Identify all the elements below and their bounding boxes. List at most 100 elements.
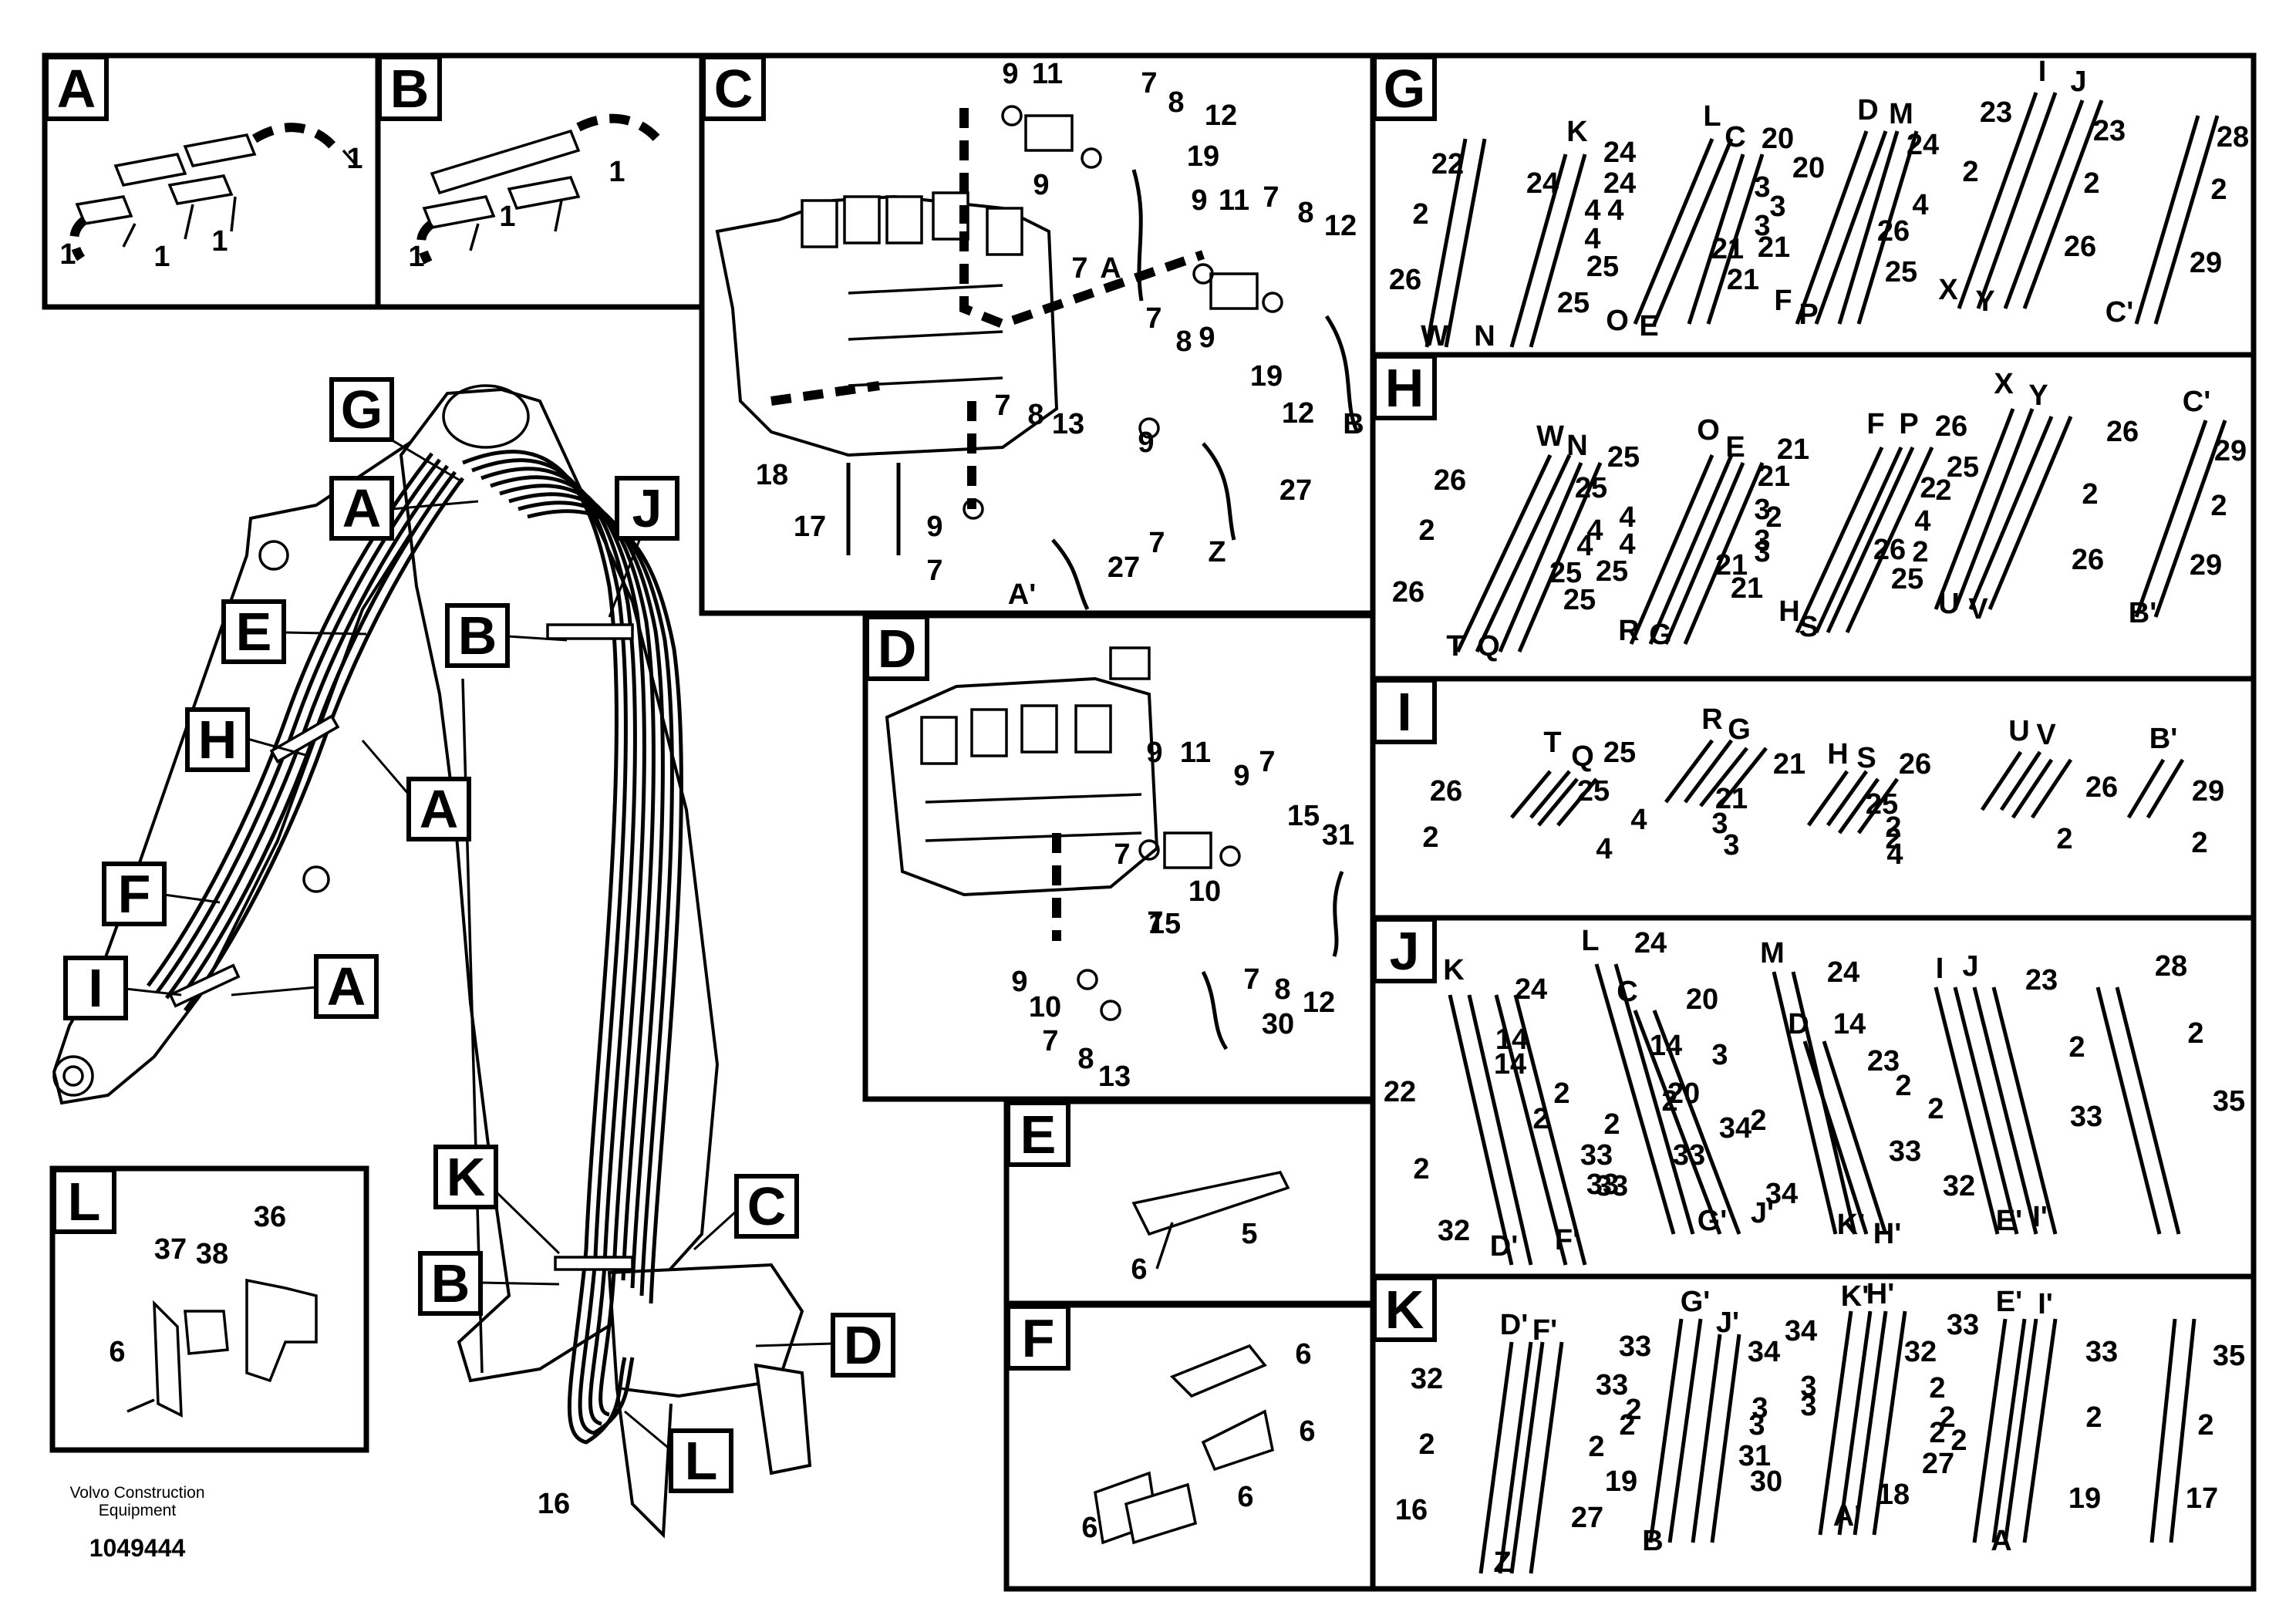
- part-number: K: [1443, 954, 1465, 986]
- part-number: 2: [1418, 514, 1435, 547]
- part-number: T: [1446, 630, 1464, 663]
- part-number: 20: [1762, 123, 1794, 155]
- part-number: K: [1566, 116, 1588, 148]
- part-number: 1: [211, 225, 228, 258]
- part-number: B: [1642, 1525, 1663, 1557]
- part-number: 19: [1605, 1465, 1637, 1498]
- label-box: [406, 777, 471, 841]
- part-number: 17: [794, 511, 826, 543]
- part-number: 14: [1650, 1030, 1682, 1062]
- part-number: Y: [2028, 379, 2048, 412]
- part-number: 25: [1866, 788, 1898, 821]
- callout-e-label: E: [221, 599, 286, 664]
- panel-border: [1370, 915, 2257, 1280]
- part-number: Q: [1571, 740, 1594, 773]
- part-number: P: [1899, 408, 1918, 440]
- part-number: 3: [1748, 1409, 1765, 1442]
- part-number: 9: [1002, 58, 1018, 90]
- part-number: 7: [1114, 838, 1130, 871]
- part-number: 2: [1750, 1104, 1766, 1137]
- part-number: 12: [1282, 397, 1314, 430]
- part-number: A': [1833, 1500, 1861, 1533]
- part-number: 2: [2187, 1017, 2203, 1050]
- part-number: 3: [1754, 210, 1770, 242]
- part-number: 7: [1042, 1025, 1058, 1057]
- part-number: 9: [1191, 184, 1207, 217]
- part-number: E': [1996, 1286, 2022, 1318]
- label-letter: A: [420, 779, 459, 839]
- part-number: Z: [1493, 1546, 1511, 1579]
- label-box: [44, 55, 109, 121]
- panel-i-label: I: [1372, 678, 1437, 744]
- part-number: 2: [1603, 1108, 1620, 1141]
- part-number: 6: [1237, 1481, 1253, 1513]
- label-letter: H: [1385, 358, 1424, 418]
- part-number: 4: [1607, 194, 1623, 227]
- callout-leader: [480, 1281, 560, 1286]
- part-number: 3: [1800, 1371, 1816, 1403]
- part-number: 2: [1619, 1409, 1635, 1442]
- part-number: 2: [2210, 490, 2227, 522]
- callout-k-label: K: [433, 1145, 498, 1209]
- part-number: 29: [2192, 775, 2224, 808]
- part-number: 32: [1904, 1336, 1937, 1368]
- part-number: 20: [1792, 152, 1825, 184]
- part-number: K': [1837, 1209, 1865, 1241]
- part-number: 7: [1141, 67, 1157, 99]
- part-number: 21: [1711, 233, 1744, 265]
- part-number: 25: [1563, 584, 1596, 616]
- part-number: 9: [1233, 760, 1249, 792]
- part-number: P: [1799, 298, 1818, 331]
- callout-leader: [755, 1342, 834, 1347]
- label-letter: G: [341, 379, 383, 440]
- panel-b: B: [375, 52, 705, 310]
- part-number: 20: [1667, 1077, 1700, 1110]
- part-number: 14: [1494, 1048, 1526, 1081]
- part-number: M: [1889, 98, 1913, 130]
- part-number: 2: [1962, 156, 1978, 188]
- part-number: 1: [408, 241, 424, 273]
- part-number: 11: [1032, 58, 1063, 90]
- part-number: 8: [1077, 1043, 1094, 1075]
- part-number: 24: [1634, 927, 1667, 959]
- part-number: 3: [1711, 808, 1728, 840]
- panel-i: I: [1370, 676, 2257, 921]
- panel-A-artwork: [69, 123, 356, 261]
- panel-g: G: [1370, 52, 2257, 358]
- label-letter: B: [390, 59, 430, 119]
- part-number: J': [1751, 1197, 1774, 1229]
- part-number: 21: [1758, 460, 1790, 493]
- part-number: 25: [1885, 256, 1917, 288]
- part-number: A: [1991, 1525, 2011, 1557]
- label-box: [1006, 1304, 1070, 1371]
- part-number: 2: [1661, 1085, 1677, 1118]
- part-number: 1: [346, 143, 362, 175]
- part-number: 3: [1723, 829, 1739, 862]
- part-number: 26: [1434, 464, 1466, 497]
- part-number: 4: [1596, 833, 1612, 865]
- part-number: 11: [1180, 737, 1211, 769]
- part-number: 21: [1715, 549, 1748, 582]
- part-number: 33: [1596, 1369, 1628, 1401]
- part-number: I': [2032, 1201, 2048, 1233]
- callout-a-label: A: [329, 476, 394, 541]
- callout-leader: [494, 1190, 561, 1255]
- part-number: 2: [1939, 1401, 1955, 1434]
- part-number: C': [2183, 386, 2210, 418]
- part-number: 33: [1889, 1135, 1921, 1168]
- panel-e-label: E: [1006, 1101, 1070, 1167]
- part-number: 4: [1914, 505, 1930, 538]
- part-number: 34: [1719, 1112, 1752, 1145]
- part-number: 1: [153, 241, 170, 273]
- part-number: G: [1728, 713, 1751, 746]
- part-number: 7: [926, 555, 942, 587]
- part-number: 38: [196, 1238, 228, 1270]
- part-number: 4: [1619, 501, 1635, 534]
- part-number: H': [1866, 1278, 1894, 1310]
- part-number: 2: [1588, 1431, 1604, 1463]
- part-number: 13: [1098, 1061, 1131, 1093]
- part-number: 2: [2056, 823, 2072, 855]
- panel-l-label: L: [52, 1168, 116, 1234]
- part-number: 24: [1603, 137, 1636, 169]
- label-box: [221, 599, 286, 664]
